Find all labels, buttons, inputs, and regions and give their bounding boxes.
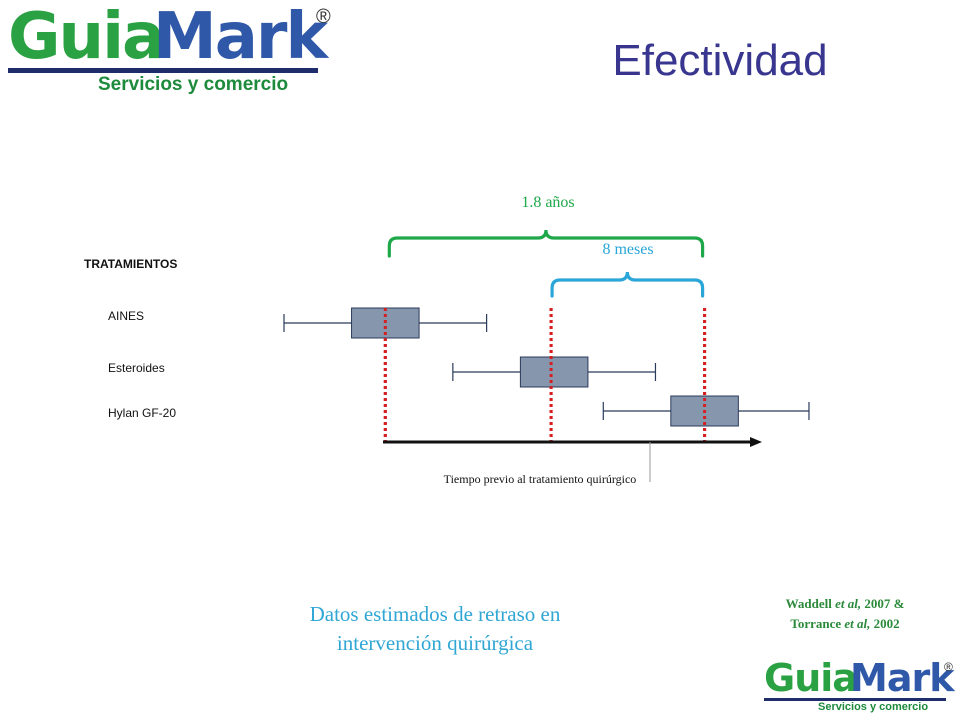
- logo-word-mark: Mark: [153, 0, 328, 74]
- brace-layer: [387, 229, 705, 298]
- treatments-heading: TRATAMIENTOS: [84, 257, 178, 271]
- treatment-range-1: [452, 356, 657, 388]
- guiamark-logo-footer: Guia Mark ® Servicios y comercio: [760, 656, 956, 716]
- box-layer: [283, 307, 810, 442]
- reference-1: Waddell et al, 2007 &: [740, 594, 950, 614]
- ref2-year: 2002: [873, 616, 900, 631]
- footer-logo-word-guia: Guia: [764, 656, 858, 700]
- logo-word-guia: Guia: [8, 0, 165, 74]
- logo-tagline: Servicios y comercio: [98, 74, 289, 95]
- treatment-label-esteroides: Esteroides: [108, 361, 165, 375]
- reference-2: Torrance et al, 2002: [740, 614, 950, 634]
- brace-outer: [387, 229, 705, 258]
- brace-inner: [550, 271, 705, 298]
- footer-registered-mark: ®: [944, 660, 953, 674]
- ref1-author: Waddell: [785, 596, 832, 611]
- time-axis-label: Tiempo previo al tratamiento quirúrgico: [443, 472, 637, 486]
- brace-inner-label: 8 meses: [602, 241, 654, 258]
- treatment-label-hylan: Hylan GF-20: [108, 406, 177, 420]
- caption-line-2: intervención quirúrgica: [336, 631, 534, 655]
- logo-underline: [8, 68, 318, 73]
- ref1-year: 2007 &: [864, 596, 905, 611]
- treatment-range-2: [602, 395, 810, 427]
- footer-logo-word-mark: Mark: [850, 656, 954, 700]
- caption-line-1: Datos estimados de retraso en: [309, 602, 561, 626]
- ref2-author: Torrance: [790, 616, 842, 631]
- slide-caption: Datos estimados de retraso en intervenci…: [270, 600, 600, 658]
- references: Waddell et al, 2007 & Torrance et al, 20…: [740, 594, 950, 634]
- footer-logo-underline: [764, 698, 946, 701]
- axis-layer: [383, 437, 762, 482]
- brace-outer-label: 1.8 años: [521, 194, 575, 211]
- slide-title: Efectividad: [612, 36, 828, 85]
- guiamark-logo: Guia Mark ® Servicios y comercio: [8, 0, 338, 98]
- footer-logo-tagline: Servicios y comercio: [818, 701, 929, 713]
- ref2-etal: et al,: [844, 616, 871, 631]
- registered-mark: ®: [316, 6, 331, 28]
- treatment-label-aines: AINES: [108, 309, 145, 323]
- time-axis-arrowhead: [750, 437, 762, 447]
- range-box-1: [519, 356, 589, 388]
- ref1-etal: et al,: [835, 596, 862, 611]
